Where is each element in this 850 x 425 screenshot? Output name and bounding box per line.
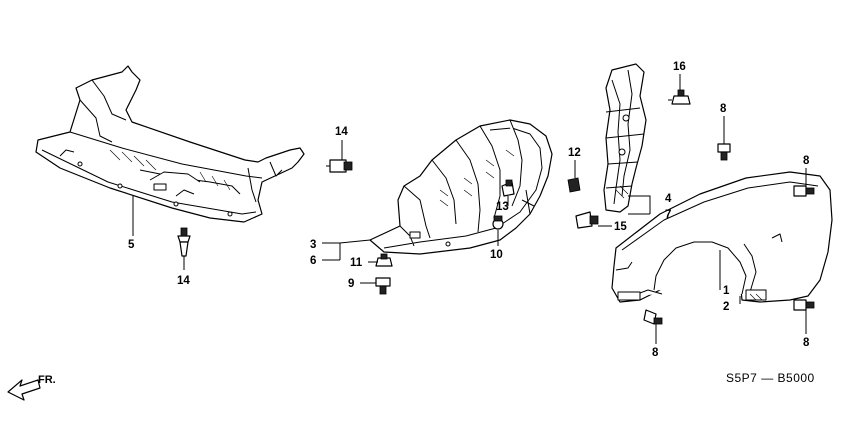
label-4: 4 bbox=[665, 193, 672, 205]
label-8-lower-right: 8 bbox=[803, 337, 810, 349]
label-2: 2 bbox=[723, 301, 729, 313]
label-8-right: 8 bbox=[803, 155, 810, 167]
label-8-top: 8 bbox=[720, 103, 727, 115]
bolt-8-right[interactable] bbox=[793, 185, 815, 197]
clip-fastener-14-upper[interactable] bbox=[326, 159, 353, 173]
arrow-left-icon bbox=[7, 379, 41, 401]
front-fender-panel-part[interactable] bbox=[611, 171, 833, 303]
label-16: 16 bbox=[673, 61, 686, 73]
bolt-8-lower-right[interactable] bbox=[793, 299, 815, 311]
direction-label: FR. bbox=[38, 374, 56, 386]
leader-lines bbox=[132, 74, 807, 344]
clip-nut-11[interactable] bbox=[375, 253, 393, 267]
label-1: 1 bbox=[723, 285, 730, 297]
bolt-8-top[interactable] bbox=[717, 143, 731, 161]
clip-fastener-13[interactable] bbox=[501, 179, 515, 197]
label-5: 5 bbox=[128, 239, 135, 251]
fender-bracket-part[interactable] bbox=[603, 63, 647, 213]
bolt-9[interactable] bbox=[375, 277, 391, 295]
label-3: 3 bbox=[310, 239, 316, 251]
callout-labels: 1 2 3 4 5 6 7 8 8 8 8 9 10 11 12 13 14 1… bbox=[128, 61, 810, 359]
label-11: 11 bbox=[350, 257, 363, 269]
screw-10[interactable] bbox=[492, 215, 504, 230]
bolt-8-lower-left[interactable] bbox=[643, 309, 663, 325]
label-10: 10 bbox=[490, 249, 503, 261]
label-13: 13 bbox=[496, 201, 509, 213]
label-7: 7 bbox=[665, 209, 671, 221]
clip-12[interactable] bbox=[567, 177, 581, 193]
front-direction-marker: FR. bbox=[7, 374, 56, 401]
clip-16[interactable] bbox=[668, 89, 691, 105]
label-15: 15 bbox=[614, 221, 627, 233]
label-6: 6 bbox=[310, 255, 316, 267]
label-12: 12 bbox=[568, 147, 581, 159]
label-8-lower-left: 8 bbox=[652, 347, 659, 359]
bolt-15[interactable] bbox=[575, 211, 599, 229]
label-9: 9 bbox=[348, 278, 354, 290]
front-undercover-part[interactable] bbox=[35, 65, 305, 223]
label-14-lower: 14 bbox=[177, 275, 190, 287]
label-14-upper: 14 bbox=[335, 126, 348, 138]
diagram-code: S5P7 — B5000 bbox=[726, 371, 815, 385]
clip-fastener-14-lower[interactable] bbox=[177, 227, 191, 257]
front-fender-liner-part[interactable] bbox=[369, 119, 553, 255]
